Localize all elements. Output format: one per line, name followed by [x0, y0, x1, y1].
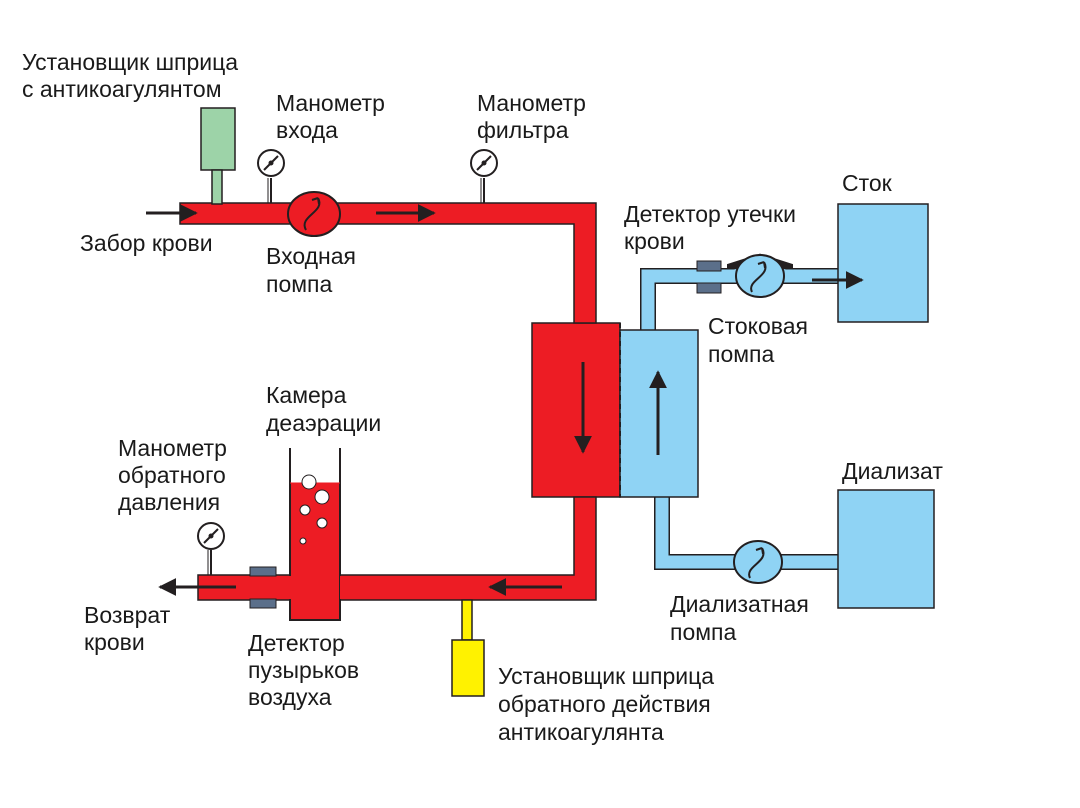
dialysate-tank [837, 489, 935, 609]
inlet-pump-label: Входная помпа [266, 243, 362, 297]
deaeration-chamber [289, 448, 341, 621]
leak-detector-label: Детектор утечки крови [624, 201, 802, 254]
air-bubble [316, 517, 328, 529]
reverse-syringe-label: Установщик шприца обратного действия ант… [498, 663, 720, 745]
air-bubble [299, 537, 307, 545]
dialysate-label: Диализат [842, 458, 943, 484]
reverse-syringe [451, 599, 485, 697]
blood-intake-label: Забор крови [80, 230, 213, 256]
bubble-detector-label: Детектор пузырьков воздуха [248, 630, 366, 710]
drain-label: Сток [842, 170, 893, 196]
anticoag-syringe [200, 107, 236, 205]
return-gauge-label: Манометр обратного давления [118, 435, 233, 515]
inlet-pump [287, 191, 341, 237]
dialysate-circuit [640, 203, 935, 609]
inlet-gauge [257, 149, 285, 203]
dialysate-pump-label: Диализатная помпа [670, 591, 815, 645]
drain-tank [837, 203, 929, 323]
dialyzer [531, 322, 699, 498]
air-bubble [314, 489, 330, 505]
air-bubble-detector [249, 566, 277, 577]
blood-return-label: Возврат крови [84, 602, 177, 655]
air-bubble [301, 474, 317, 490]
filter-gauge-label: Манометр фильтра [477, 90, 592, 143]
deaeration-chamber-label: Камера деаэрации [266, 382, 381, 436]
anticoag-syringe-label: Установщик шприца с антикоагулянтом [22, 49, 244, 102]
drain-pump-label: Стоковая помпа [708, 313, 814, 367]
blood-leak-detector [696, 260, 722, 272]
inlet-gauge-label: Манометр входа [276, 90, 391, 143]
blood-circuit [146, 191, 597, 621]
dialyzer-blood-side [531, 322, 621, 498]
filter-gauge [470, 149, 498, 203]
air-bubble [299, 504, 311, 516]
blood-inlet-line [179, 202, 597, 324]
return-pressure-gauge [197, 522, 225, 575]
